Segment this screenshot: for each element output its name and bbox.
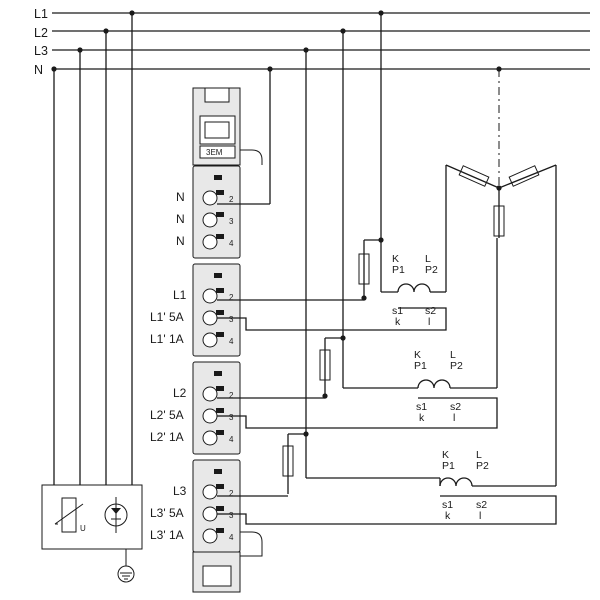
label-l2-5a: L2' 5A [150, 408, 184, 422]
svg-text:K: K [414, 349, 421, 361]
svg-text:P1: P1 [392, 264, 405, 276]
svg-text:L: L [450, 349, 456, 361]
bus-label-l3: L3 [34, 44, 48, 58]
svg-text:k: k [395, 316, 401, 328]
l3-wiring: K P1 L P2 s1 k s2 l [217, 47, 557, 525]
bus-lines: L1 L2 L3 N [34, 7, 590, 77]
svg-text:P2: P2 [476, 460, 489, 472]
label-n-1: N [176, 190, 185, 204]
svg-text:s2: s2 [425, 305, 436, 317]
svg-text:2: 2 [229, 195, 234, 204]
svg-text:2: 2 [229, 489, 234, 498]
svg-text:3: 3 [229, 413, 234, 422]
label-n-3: N [176, 234, 185, 248]
label-l2: L2 [173, 386, 187, 400]
ground-icon [117, 565, 135, 583]
terminals [202, 175, 224, 544]
l2-wiring: K P1 L P2 s1 k s2 l [217, 28, 498, 429]
label-l1-1a: L1' 1A [150, 332, 184, 346]
label-l3: L3 [173, 484, 187, 498]
bus-label-l2: L2 [34, 26, 48, 40]
fuse-l2-icon [319, 349, 331, 381]
terminal-numbers: 2 3 4 2 3 4 2 3 4 2 3 4 [229, 195, 234, 542]
svg-text:2: 2 [229, 293, 234, 302]
load-resistor-l1-icon [458, 165, 490, 187]
svg-text:4: 4 [229, 533, 234, 542]
svg-text:P2: P2 [425, 264, 438, 276]
svg-text:L: L [425, 253, 431, 265]
svg-text:s1: s1 [442, 499, 453, 511]
load-resistor-l3-icon [508, 165, 540, 187]
label-n-2: N [176, 212, 185, 226]
surge-label: U [80, 524, 86, 533]
svg-text:l: l [479, 510, 481, 522]
label-l3-1a: L3' 1A [150, 528, 184, 542]
svg-text:K: K [442, 449, 449, 461]
label-l1: L1 [173, 288, 187, 302]
bus-label-l1: L1 [34, 7, 48, 21]
svg-text:K: K [392, 253, 399, 265]
varistor-icon [61, 497, 77, 533]
svg-text:k: k [445, 510, 451, 522]
label-l2-1a: L2' 1A [150, 430, 184, 444]
left-drops [51, 10, 135, 485]
label-l1-5a: L1' 5A [150, 310, 184, 324]
svg-text:s2: s2 [450, 401, 461, 413]
svg-text:4: 4 [229, 337, 234, 346]
svg-text:3: 3 [229, 315, 234, 324]
svg-text:s1: s1 [392, 305, 403, 317]
svg-text:2: 2 [229, 391, 234, 400]
svg-text:k: k [419, 412, 425, 424]
n-wiring [217, 66, 273, 205]
svg-text:4: 4 [229, 435, 234, 444]
svg-text:P1: P1 [442, 460, 455, 472]
svg-text:l: l [428, 316, 430, 328]
svg-text:4: 4 [229, 239, 234, 248]
fuse-l3-icon [282, 445, 294, 477]
load-resistor-l2-icon [493, 205, 505, 237]
terminal-labels: N N N L1 L1' 5A L1' 1A L2 L2' 5A L2' 1A … [150, 190, 187, 542]
surge-protector-box: U [41, 484, 143, 583]
bus-label-n: N [34, 63, 43, 77]
fuse-l1-icon [358, 253, 370, 285]
star-load [445, 66, 557, 238]
label-l3-5a: L3' 5A [150, 506, 184, 520]
svg-text:l: l [453, 412, 455, 424]
svg-text:L: L [476, 449, 482, 461]
module-label: 3EM [206, 148, 223, 157]
svg-text:P2: P2 [450, 360, 463, 372]
svg-text:P1: P1 [414, 360, 427, 372]
svg-text:3: 3 [229, 217, 234, 226]
svg-text:3: 3 [229, 511, 234, 520]
svg-text:s1: s1 [416, 401, 427, 413]
l1-wiring: K P1 L P2 s1 k s2 l [217, 10, 447, 331]
svg-text:s2: s2 [476, 499, 487, 511]
